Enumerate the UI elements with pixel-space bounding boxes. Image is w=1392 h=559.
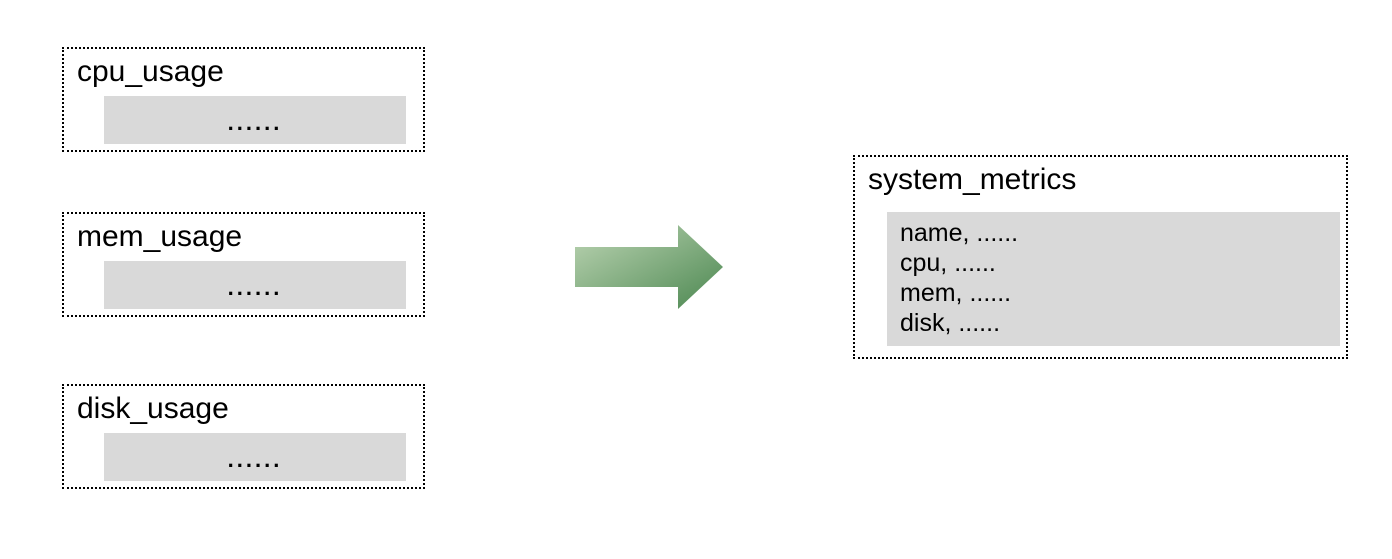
target-table-row: mem, ...... <box>900 279 1012 307</box>
source-table-body: ...... <box>104 433 406 481</box>
source-table-title: mem_usage <box>77 220 243 253</box>
target-table-row: name, ...... <box>900 219 1019 247</box>
merge-arrow-icon <box>575 225 723 309</box>
source-table-title: disk_usage <box>77 392 229 425</box>
ellipsis-placeholder: ...... <box>227 275 283 300</box>
source-table-cpu-usage: cpu_usage ...... <box>62 47 425 152</box>
ellipsis-placeholder: ...... <box>227 447 283 472</box>
target-table-row: disk, ...... <box>900 309 1001 337</box>
source-table-disk-usage: disk_usage ...... <box>62 384 425 489</box>
right-arrow-icon <box>575 225 723 309</box>
target-table-system-metrics: system_metrics name, ...... cpu, ...... … <box>853 155 1348 359</box>
target-table-row: cpu, ...... <box>900 249 996 277</box>
source-table-body: ...... <box>104 261 406 309</box>
source-table-title: cpu_usage <box>77 55 224 88</box>
target-table-body: name, ...... cpu, ...... mem, ...... dis… <box>887 212 1340 346</box>
source-table-body: ...... <box>104 96 406 144</box>
source-table-mem-usage: mem_usage ...... <box>62 212 425 317</box>
ellipsis-placeholder: ...... <box>227 110 283 135</box>
target-table-title: system_metrics <box>868 163 1077 196</box>
